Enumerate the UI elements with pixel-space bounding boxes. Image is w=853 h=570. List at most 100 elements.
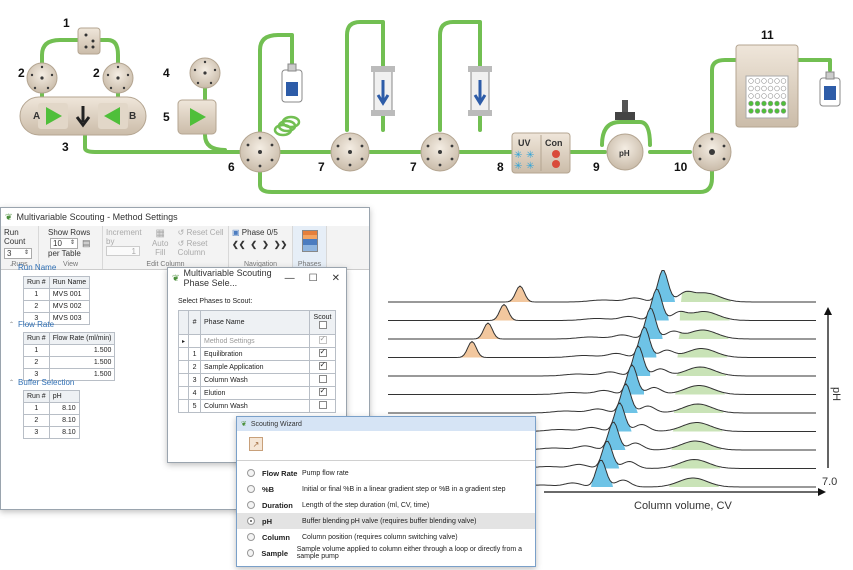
fraction-tube: [780, 93, 787, 99]
flow-diagram: UV Con ✳✳✳✳ pH: [19, 20, 841, 194]
radio-button[interactable]: [247, 501, 255, 509]
app-icon: ❦: [5, 211, 13, 222]
minimize-button[interactable]: —: [284, 272, 295, 284]
scout-checkbox[interactable]: [318, 386, 327, 396]
run-count-spinner[interactable]: 3⇕: [4, 248, 32, 259]
show-rows-label: Show Rows: [48, 228, 91, 237]
close-button[interactable]: ✕: [331, 272, 340, 284]
group-label-navigation: Navigation: [243, 261, 278, 268]
nav-prev-button[interactable]: ❮: [250, 240, 258, 249]
option-name: Sample: [261, 548, 288, 558]
label-7a: 7: [318, 160, 325, 174]
fraction-tube: [767, 93, 774, 99]
option-description: Buffer blending pH valve (requires buffe…: [302, 517, 477, 525]
table-cell[interactable]: MVS 001: [48, 288, 91, 301]
phases-group[interactable]: Phases: [293, 226, 327, 269]
table-row[interactable]: ▸ Method Settings: [177, 334, 336, 348]
scout-checkbox[interactable]: [318, 360, 327, 370]
fraction-tube: [761, 93, 767, 99]
radio-button[interactable]: [247, 549, 255, 557]
window-title: Multivariable Scouting - Method Settings: [16, 212, 178, 222]
table-row[interactable]: 1 Equilibration: [177, 347, 336, 361]
svg-text:pH: pH: [619, 149, 630, 158]
table-cell[interactable]: 1.500: [48, 368, 116, 381]
scout-checkbox[interactable]: [318, 401, 327, 409]
table-row[interactable]: 4 Elution: [177, 386, 336, 400]
section-run-name[interactable]: ⌃Run Name: [9, 263, 56, 272]
table-cell[interactable]: 8.10: [48, 402, 80, 415]
scout-checkbox[interactable]: [318, 334, 327, 344]
option-description: Sample volume applied to column either t…: [296, 546, 523, 560]
radio-button[interactable]: [247, 469, 255, 477]
label-3: 3: [62, 140, 69, 154]
radio-button[interactable]: [247, 517, 255, 525]
nav-next-button[interactable]: ❯: [262, 240, 269, 249]
table-header: Flow Rate (ml/min): [48, 332, 116, 345]
row-selector[interactable]: [177, 399, 190, 413]
row-selector[interactable]: [177, 386, 190, 400]
ph-axis-label: pH: [830, 386, 843, 402]
section-flow-rate[interactable]: ⌃Flow Rate: [9, 320, 54, 329]
row-selector[interactable]: [177, 360, 190, 374]
reset-column-button[interactable]: ↺ Reset Column: [178, 239, 225, 257]
table-cell[interactable]: MVS 003: [48, 312, 91, 325]
table-cell[interactable]: MVS 002: [48, 300, 91, 313]
radio-button[interactable]: [247, 533, 255, 541]
peak-fill: [490, 304, 518, 321]
table-cell[interactable]: 1.500: [48, 356, 116, 369]
table-view-icon[interactable]: ▤: [82, 237, 91, 248]
row-selector[interactable]: ▸: [177, 334, 190, 348]
wizard-option-sample[interactable]: Sample Sample volume applied to column ei…: [237, 545, 535, 561]
table-cell[interactable]: 1.500: [48, 344, 116, 357]
fraction-tube: [774, 100, 780, 107]
fraction-tube: [780, 78, 787, 84]
chromatogram-trace: [388, 307, 816, 340]
svg-text:UV: UV: [518, 138, 531, 148]
fraction-tube: [748, 100, 754, 107]
group-label-edit-column: Edit Column: [146, 261, 185, 268]
table-row[interactable]: 5 Column Wash: [177, 399, 336, 413]
label-1: 1: [63, 16, 70, 30]
scout-all-checkbox[interactable]: [318, 321, 327, 329]
table-cell[interactable]: 8.10: [48, 414, 80, 427]
maximize-button[interactable]: ☐: [308, 272, 318, 284]
table-row[interactable]: 2 Sample Application: [177, 360, 336, 374]
row-selector[interactable]: [177, 347, 190, 361]
scout-checkbox[interactable]: [318, 347, 327, 357]
scout-cell: [309, 334, 336, 348]
x-axis-arrow-icon: [818, 488, 826, 496]
nav-last-button[interactable]: ❯❯: [273, 240, 288, 249]
nav-first-button[interactable]: ❮❮: [232, 240, 246, 249]
table-row[interactable]: 3 Column Wash: [177, 373, 336, 387]
scout-cell: [309, 386, 336, 400]
table-cell[interactable]: 8.10: [48, 426, 80, 439]
wizard-title-bar: ❦ Scouting Wizard: [237, 417, 535, 431]
auto-fill-label: Auto Fill: [151, 239, 169, 257]
row-selector[interactable]: [177, 373, 190, 387]
auto-fill-button[interactable]: ▦Auto Fill: [149, 228, 172, 257]
show-rows-spinner[interactable]: 10⇕: [50, 238, 78, 249]
table-header: pH: [48, 390, 80, 403]
scout-checkbox[interactable]: [318, 375, 327, 383]
reset-cell-button[interactable]: ↺ Reset Cell: [178, 228, 225, 237]
section-buffer-selection[interactable]: ⌃Buffer Selection: [9, 378, 74, 387]
increment-input[interactable]: 1: [106, 246, 140, 256]
run-count-value: 3: [7, 249, 12, 258]
radio-button[interactable]: [247, 485, 255, 493]
table-header: Scout: [309, 310, 336, 335]
scout-cell: [309, 347, 336, 361]
